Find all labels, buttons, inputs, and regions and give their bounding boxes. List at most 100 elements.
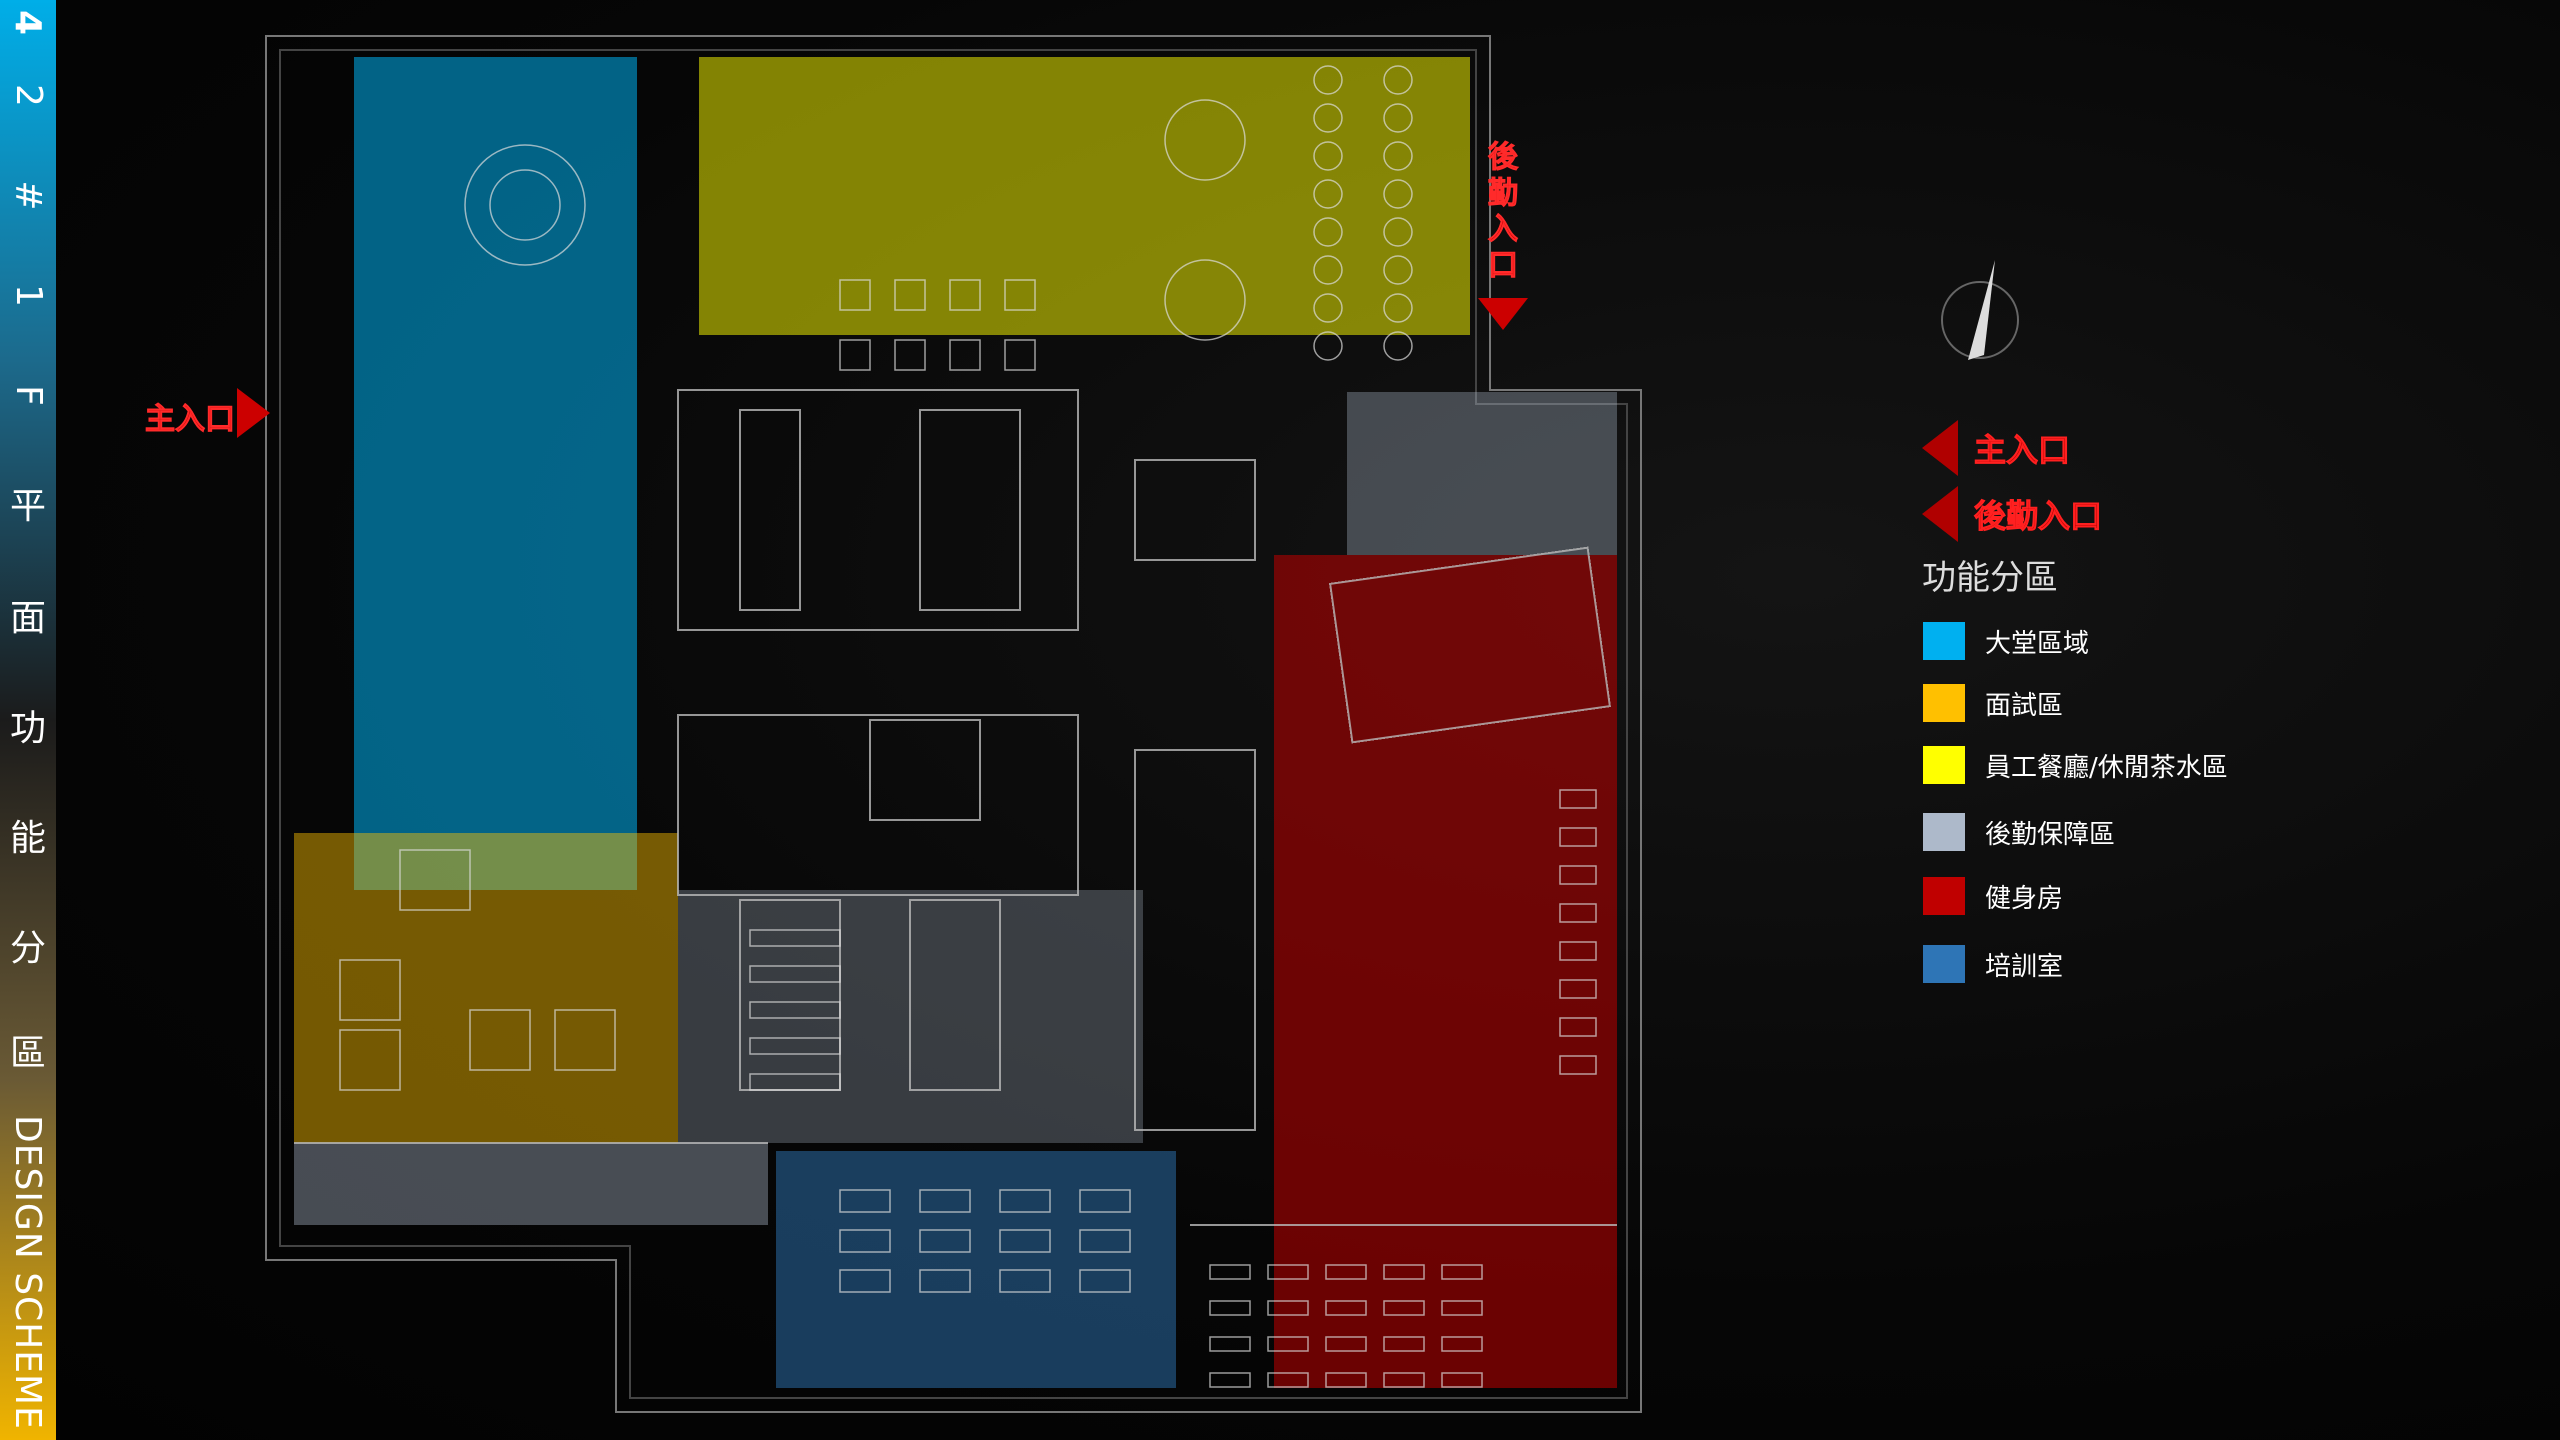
furniture-item [839,279,871,311]
furniture-item [1559,865,1597,885]
furniture-item [1313,293,1343,323]
furniture-item [1209,1336,1251,1352]
furniture-item [1313,141,1343,171]
triangle-left-icon [1922,486,1958,542]
furniture-item [1267,1372,1309,1388]
north-compass [1941,260,2019,360]
furniture-item [999,1269,1051,1293]
furniture-item [1383,293,1413,323]
furniture-item [919,1269,971,1293]
legend-item: 後勤保障區 [1923,813,2115,851]
sidebar-title: 4 2 # 1 F 平 面 功 能 分 區 [4,0,52,1100]
furniture-item [949,339,981,371]
furniture-item [839,339,871,371]
furniture-item [399,849,471,911]
furniture-item [339,1029,401,1091]
furniture-item [1209,1300,1251,1316]
legend-item-label: 大堂區域 [1985,628,2090,659]
furniture-item [1383,1372,1425,1388]
title-char: 平 [9,485,46,527]
legend-entrance-label: 後勤入口 [1973,497,2103,536]
furniture-item [1559,1017,1597,1037]
furniture-item [999,1229,1051,1253]
legend-item: 健身房 [1923,877,2063,915]
furniture-item [1267,1336,1309,1352]
furniture-item [1325,1264,1367,1280]
zones [294,57,1617,1388]
furniture-item [1383,179,1413,209]
legend-swatch [1923,945,1965,983]
zone-gym [1274,555,1617,1388]
legend-main-entrance: 主入口 [1922,420,2071,476]
title-char: 功 [9,708,46,749]
furniture-item [1267,1264,1309,1280]
furniture [339,65,1597,1388]
walls [294,389,1617,1226]
furniture-item [1004,279,1036,311]
title-char: 分 [9,928,46,969]
main-entrance-label: 主入口 [145,402,236,438]
logistics-entrance-arrow-icon [1478,298,1528,330]
furniture-item [1164,259,1246,341]
furniture-item [949,279,981,311]
legend-item-label: 培訓室 [1985,951,2064,982]
legend: 主入口 後勤入口 功能分區 大堂區域面試區員工餐廳/休閒茶水區後勤保障區健身房培… [1920,420,2520,1020]
furniture-item [469,1009,531,1071]
furniture-item [749,929,841,947]
furniture-item [1383,103,1413,133]
furniture-item [1383,1336,1425,1352]
furniture-item [894,279,926,311]
furniture-item [1559,1055,1597,1075]
legend-logistics-entrance: 後勤入口 [1922,486,2103,542]
furniture-item [1325,1300,1367,1316]
furniture-item [999,1189,1051,1213]
legend-item-label: 員工餐廳/休閒茶水區 [1985,752,2228,783]
legend-item: 面試區 [1923,684,2063,722]
furniture-item [1313,331,1343,361]
furniture-item [919,1189,971,1213]
furniture-item [1383,217,1413,247]
furniture-item [1559,979,1597,999]
furniture-item [1313,217,1343,247]
legend-swatch [1923,622,1965,660]
legend-swatch [1923,684,1965,722]
furniture-item [839,1189,891,1213]
zone-logistics [1347,392,1617,555]
legend-swatch [1923,813,1965,851]
furniture-item [839,1229,891,1253]
furniture-item [919,1229,971,1253]
furniture-item [1383,65,1413,95]
zone-lobby [354,57,637,890]
zone-dining [699,57,1470,335]
furniture-item [1383,331,1413,361]
furniture-item [749,1037,841,1055]
furniture-item [1441,1336,1483,1352]
zone-interview [294,833,678,1143]
legend-item: 員工餐廳/休閒茶水區 [1923,746,2228,784]
furniture-item [1325,1336,1367,1352]
title-char: 能 [9,818,46,859]
furniture-item [1441,1372,1483,1388]
legend-entrance-label: 主入口 [1973,431,2071,470]
furniture-item [1441,1300,1483,1316]
furniture-item [1559,903,1597,923]
legend-title: 功能分區 [1922,558,2058,598]
furniture-item [1313,255,1343,285]
furniture-item [1559,789,1597,809]
title-char: 區 [9,1033,46,1074]
furniture-item [1209,1372,1251,1388]
legend-item-label: 健身房 [1985,883,2064,914]
logistics-entrance-label: 後勤入口 [1488,140,1519,284]
furniture-item [1164,99,1246,181]
furniture-item [1079,1189,1131,1213]
furniture-item [1383,141,1413,171]
legend-item-label: 後勤保障區 [1985,819,2116,850]
furniture-item [1313,103,1343,133]
furniture-item [1383,255,1413,285]
furniture-item [1079,1269,1131,1293]
furniture-item [1004,339,1036,371]
zone-logistics [294,1143,768,1225]
furniture-item [839,1269,891,1293]
furniture-item [464,144,586,266]
